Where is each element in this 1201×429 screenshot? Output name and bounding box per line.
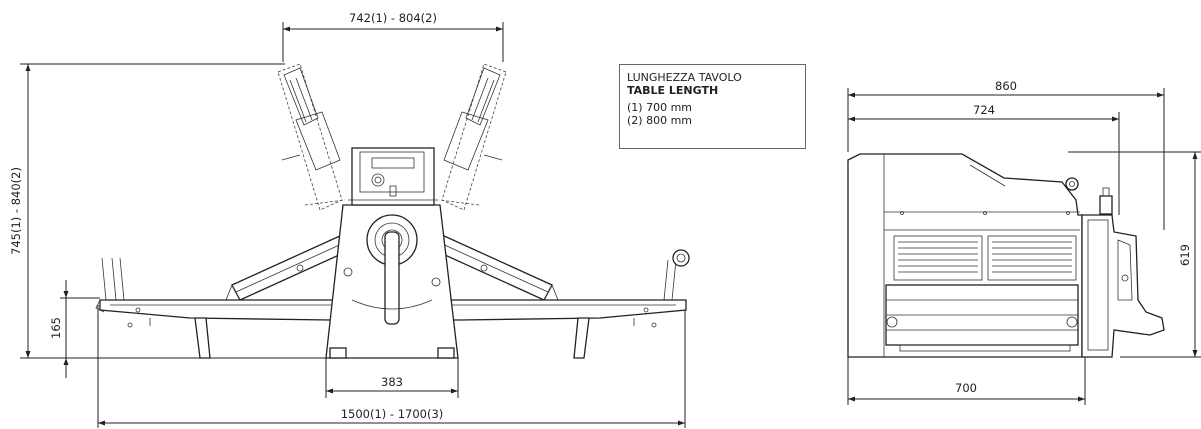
dim-base-depth-label: 700 — [955, 381, 977, 395]
dim-height: 745(1) - 840(2) — [9, 63, 330, 359]
legend-item-1: (1) 700 mm — [627, 101, 693, 114]
dim-table-height: 165 — [49, 280, 100, 378]
dim-total-length-label: 1500(1) - 1700(3) — [341, 407, 444, 421]
dim-height-label: 745(1) - 840(2) — [9, 167, 23, 255]
legend-item-2: (2) 800 mm — [627, 114, 693, 127]
table-length-legend: LUNGHEZZA TAVOLO TABLE LENGTH (1) 700 mm… — [619, 64, 806, 149]
dim-total-length: 1500(1) - 1700(3) — [97, 305, 686, 428]
conveyor-arm-right — [433, 234, 559, 301]
dim-top-width-label: 742(1) - 804(2) — [349, 11, 437, 25]
raised-table-left — [277, 63, 346, 211]
dim-base-width: 383 — [325, 358, 459, 398]
dim-base-width-label: 383 — [381, 375, 403, 389]
dim-depth-inner: 724 — [848, 103, 1120, 215]
vent-grille-right — [987, 235, 1077, 281]
dim-side-height-label: 619 — [1178, 244, 1192, 266]
raised-table-right — [438, 63, 507, 211]
dim-base-depth: 700 — [847, 357, 1086, 405]
conveyor-arm-left — [225, 234, 351, 301]
dim-depth-total-label: 860 — [995, 79, 1017, 93]
dim-side-height: 619 — [1068, 151, 1201, 358]
central-body — [325, 147, 459, 359]
dim-table-height-label: 165 — [49, 317, 63, 339]
legend-title-it: LUNGHEZZA TAVOLO — [627, 71, 742, 84]
front-view-machine — [95, 63, 690, 359]
vent-grille-left — [893, 235, 983, 281]
dim-depth-inner-label: 724 — [973, 103, 995, 117]
dim-top-width: 742(1) - 804(2) — [282, 11, 504, 62]
legend-title-en: TABLE LENGTH — [627, 84, 719, 97]
side-view-machine — [847, 153, 1165, 358]
dim-depth-total: 860 — [847, 79, 1165, 230]
